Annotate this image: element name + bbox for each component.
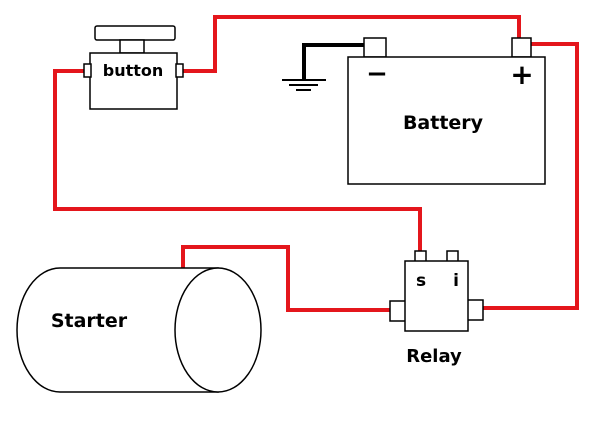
battery-positive-post xyxy=(511,37,532,58)
button-left-terminal xyxy=(83,63,92,78)
battery-positive-sign: + xyxy=(510,58,533,91)
battery-body xyxy=(347,56,546,185)
starter-cylinder-body xyxy=(16,267,219,393)
button-cap xyxy=(94,25,176,41)
battery-negative-sign: − xyxy=(366,59,388,89)
starter-label: Starter xyxy=(51,310,128,332)
relay-right-terminal xyxy=(466,299,484,321)
relay: s i Relay xyxy=(389,250,484,367)
button-body xyxy=(89,52,178,110)
ground-wire xyxy=(302,43,364,80)
battery-negative-post xyxy=(363,37,387,58)
button-stem xyxy=(119,39,145,54)
button-right-terminal xyxy=(175,63,184,78)
relay-left-terminal xyxy=(389,300,407,322)
relay-terminal-i-label: i xyxy=(453,271,459,291)
battery-label: Battery xyxy=(403,112,484,134)
relay-terminal-s-label: s xyxy=(416,271,426,291)
wire-starter-to-relay xyxy=(181,245,392,312)
relay-body xyxy=(404,260,469,332)
wire-battery-positive-to-relay xyxy=(481,42,579,310)
wires xyxy=(53,15,579,312)
ground-connection xyxy=(282,43,364,91)
push-button: button xyxy=(83,25,184,110)
relay-label: Relay xyxy=(406,346,462,367)
battery: − + Battery xyxy=(347,37,546,185)
starter-cylinder-end xyxy=(174,267,262,393)
wire-button-to-relay-s xyxy=(53,69,422,254)
starter-motor: Starter xyxy=(16,267,262,393)
button-label: button xyxy=(103,61,164,80)
wire-button-to-battery-positive xyxy=(176,15,521,73)
